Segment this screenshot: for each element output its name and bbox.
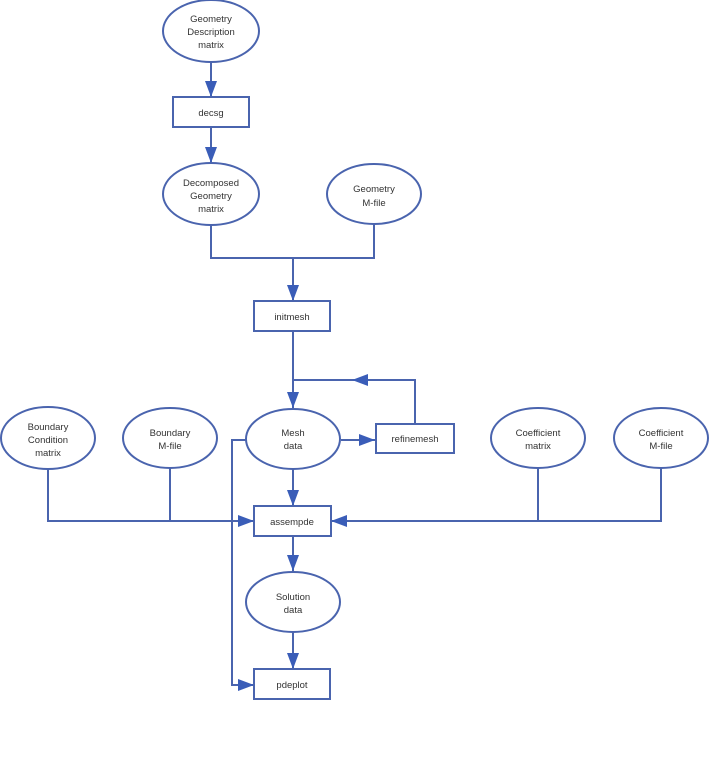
- node-label: M-file: [649, 441, 672, 452]
- node-label: matrix: [35, 448, 61, 459]
- node-boundary-mfile[interactable]: Boundary M-file: [122, 407, 218, 469]
- node-label: Description: [187, 27, 235, 38]
- arrow-down-icon: [287, 392, 299, 408]
- node-label: pdeplot: [276, 680, 308, 691]
- arrow-down-icon: [205, 81, 217, 97]
- node-geometry-mfile[interactable]: Geometry M-file: [326, 163, 422, 225]
- node-label: initmesh: [274, 312, 309, 323]
- node-label: M-file: [158, 441, 181, 452]
- arrow-down-icon: [287, 490, 299, 506]
- node-mesh-data[interactable]: Mesh data: [245, 408, 341, 470]
- arrow-down-icon: [205, 147, 217, 163]
- arrow-down-icon: [287, 653, 299, 669]
- edge-bcmatrix-assempde: [47, 469, 254, 522]
- node-geometry-description-matrix[interactable]: Geometry Description matrix: [162, 0, 260, 63]
- arrow-left-icon: [331, 515, 347, 527]
- node-coefficient-mfile[interactable]: Coefficient M-file: [613, 407, 709, 469]
- node-pdeplot[interactable]: pdeplot: [253, 668, 331, 700]
- arrowheads: [205, 81, 375, 691]
- node-label: matrix: [525, 441, 551, 452]
- node-decsg[interactable]: decsg: [172, 96, 250, 128]
- edge-refinemesh-mesh: [293, 379, 416, 424]
- node-label: Mesh: [281, 428, 304, 439]
- arrow-right-icon: [238, 679, 254, 691]
- node-refinemesh[interactable]: refinemesh: [375, 423, 455, 454]
- node-label: Geometry: [190, 191, 232, 202]
- node-solution-data[interactable]: Solution data: [245, 571, 341, 633]
- node-label: Coefficient: [639, 428, 684, 439]
- node-label: Condition: [28, 435, 68, 446]
- node-label: Geometry: [190, 14, 232, 25]
- node-label: assempde: [270, 517, 314, 528]
- node-assempde[interactable]: assempde: [253, 505, 332, 537]
- arrow-down-icon: [287, 285, 299, 301]
- node-label: Coefficient: [516, 428, 561, 439]
- edge-decomposed-initmesh: [210, 225, 294, 301]
- node-boundary-condition-matrix[interactable]: Boundary Condition matrix: [0, 406, 96, 470]
- node-coefficient-matrix[interactable]: Coefficient matrix: [490, 407, 586, 469]
- node-label: Solution: [276, 592, 310, 603]
- node-initmesh[interactable]: initmesh: [253, 300, 331, 332]
- arrow-right-icon: [238, 515, 254, 527]
- node-label: Boundary: [28, 422, 69, 433]
- node-label: decsg: [198, 108, 223, 119]
- edge-coefmfile-assempde: [331, 468, 662, 522]
- node-label: data: [284, 441, 303, 452]
- edge-mesh-pdeplot: [231, 439, 254, 686]
- node-label: M-file: [362, 198, 385, 209]
- node-label: data: [284, 605, 303, 616]
- node-label: Boundary: [150, 428, 191, 439]
- node-label: Geometry: [353, 184, 395, 195]
- node-label: matrix: [198, 204, 224, 215]
- edge-geommfile-initmesh: [293, 224, 375, 259]
- node-label: refinemesh: [392, 434, 439, 445]
- node-label: matrix: [198, 40, 224, 51]
- arrow-left-icon: [352, 374, 368, 386]
- node-label: Decomposed: [183, 178, 239, 189]
- connectors: [47, 62, 662, 686]
- arrow-right-icon: [359, 434, 375, 446]
- arrow-down-icon: [287, 555, 299, 571]
- node-decomposed-geometry-matrix[interactable]: Decomposed Geometry matrix: [162, 162, 260, 226]
